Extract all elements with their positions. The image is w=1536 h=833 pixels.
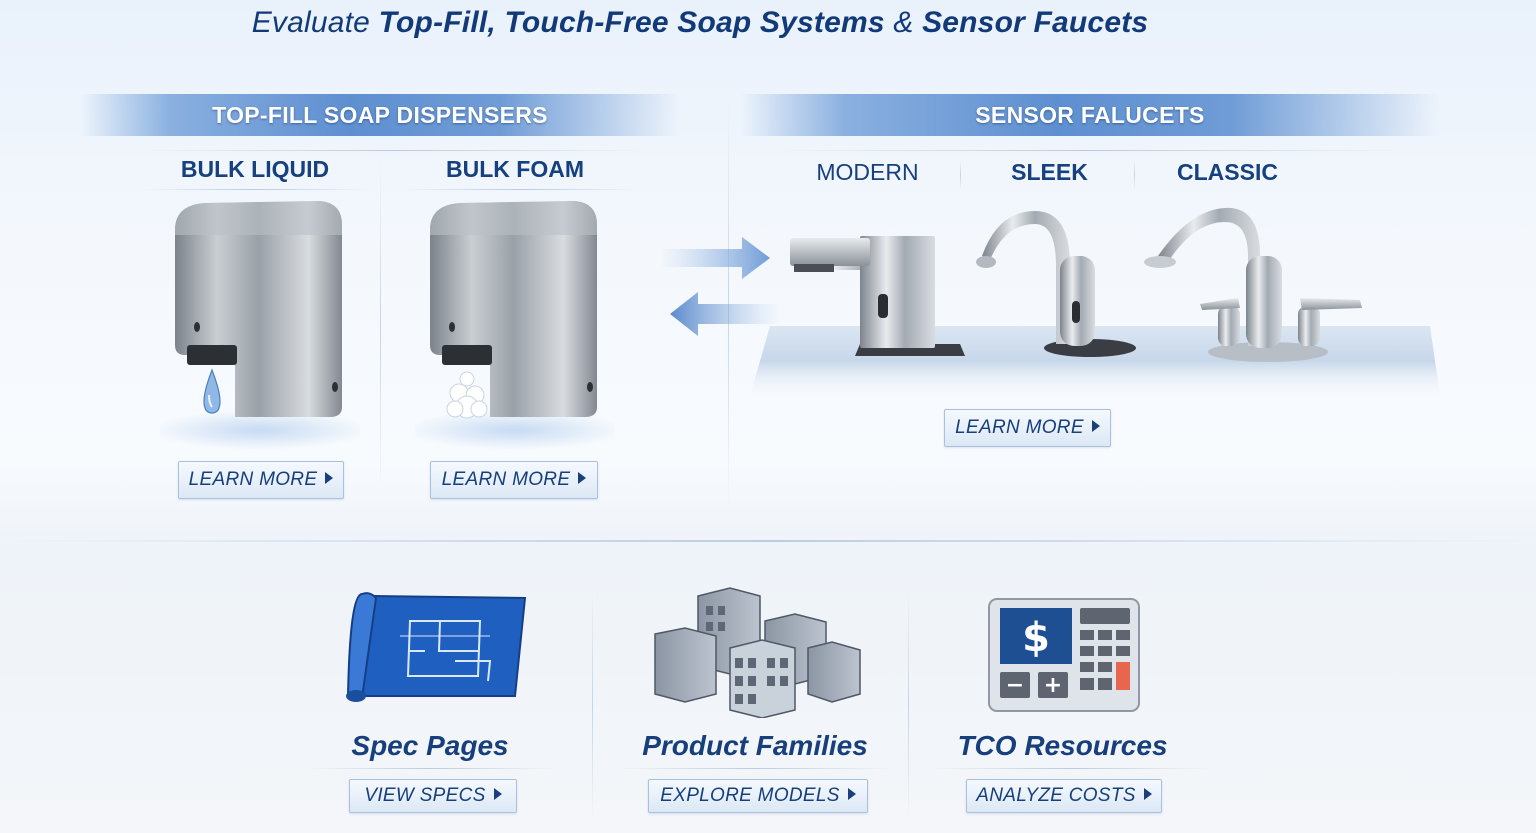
page-title: Evaluate Top-Fill, Touch-Free Soap Syste… xyxy=(251,6,1149,39)
divider xyxy=(400,189,640,190)
play-arrow-icon xyxy=(325,472,334,484)
divider xyxy=(930,768,1210,769)
divider xyxy=(770,150,1410,151)
divider xyxy=(140,189,370,190)
plus-sign: + xyxy=(1044,673,1062,698)
bulk-foam-label: BULK FOAM xyxy=(446,156,584,182)
play-arrow-icon xyxy=(847,788,856,800)
blueprint-icon xyxy=(346,592,527,702)
faucet-style-modern: MODERN xyxy=(816,159,919,185)
explore-models-button[interactable]: EXPLORE MODELS xyxy=(648,779,868,813)
faucets-learn-more-button[interactable]: LEARN MORE xyxy=(944,409,1111,447)
play-arrow-icon xyxy=(493,788,502,800)
calculator-icon: $ − + xyxy=(988,598,1140,712)
dollar-sign: $ xyxy=(1022,615,1050,661)
play-arrow-icon xyxy=(578,472,587,484)
buildings-icon xyxy=(654,587,861,718)
view-specs-button[interactable]: VIEW SPECS xyxy=(349,779,517,813)
bulk-liquid-label: BULK LIQUID xyxy=(180,156,330,182)
faucet-style-sleek: SLEEK xyxy=(1011,159,1088,185)
soap-section-banner: TOP-FILL SOAP DISPENSERS xyxy=(80,94,680,136)
divider xyxy=(615,768,895,769)
column-divider xyxy=(1134,160,1135,190)
spec-pages-title: Spec Pages xyxy=(351,730,509,761)
analyze-costs-button[interactable]: ANALYZE COSTS xyxy=(966,779,1162,813)
divider xyxy=(305,768,555,769)
bulk-liquid-dispenser-image xyxy=(160,201,360,450)
play-arrow-icon xyxy=(1091,420,1100,432)
bulk-liquid-learn-more-button[interactable]: LEARN MORE xyxy=(178,461,344,499)
faucet-section-banner: SENSOR FALUCETS xyxy=(740,94,1440,136)
bulk-foam-learn-more-button[interactable]: LEARN MORE xyxy=(430,461,598,499)
play-arrow-icon xyxy=(1143,788,1152,800)
sensor-faucets-image xyxy=(750,207,1440,396)
faucet-style-classic: CLASSIC xyxy=(1177,159,1278,185)
divider xyxy=(140,150,650,151)
minus-sign: − xyxy=(1006,673,1024,698)
section-separator xyxy=(0,540,1536,542)
column-divider xyxy=(380,160,381,495)
column-divider xyxy=(960,160,961,190)
column-divider xyxy=(592,590,593,820)
tco-resources-title: TCO Resources xyxy=(957,730,1168,761)
exchange-arrows-icon xyxy=(660,237,780,336)
column-divider xyxy=(908,590,909,820)
product-families-title: Product Families xyxy=(642,730,868,761)
bulk-foam-dispenser-image xyxy=(415,201,615,450)
